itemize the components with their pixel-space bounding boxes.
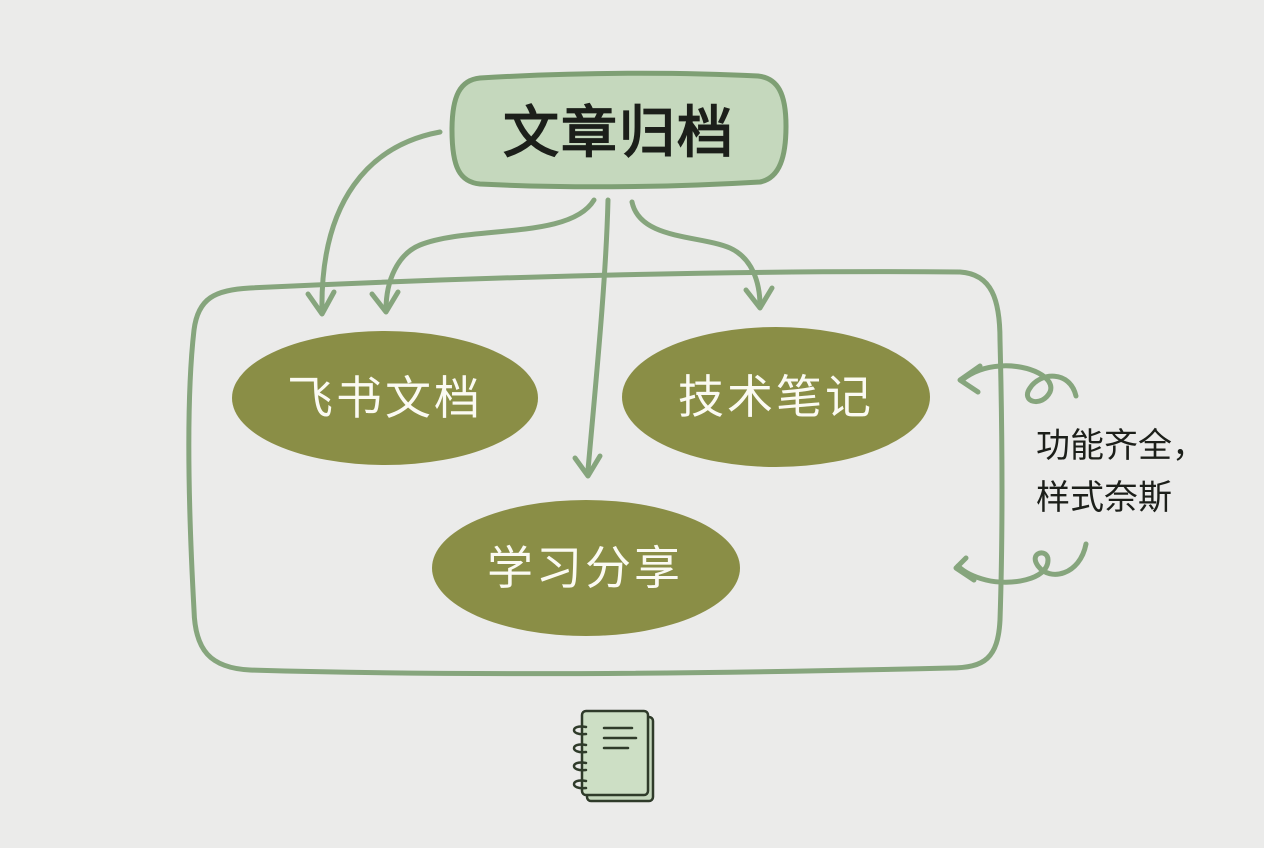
annotation-line-1: 功能齐全， bbox=[1036, 426, 1206, 466]
group-container bbox=[186, 269, 1005, 677]
arrowhead-tech bbox=[743, 285, 775, 311]
annotation-note: 功能齐全， 样式奈斯 bbox=[1036, 420, 1236, 524]
arrowhead-feishu-inner bbox=[369, 289, 401, 315]
root-node-box bbox=[449, 70, 789, 190]
node-tech-shape bbox=[622, 327, 930, 467]
node-feishu-label: 飞书文档 bbox=[287, 371, 483, 425]
edge-root-to-learn bbox=[585, 197, 611, 473]
edge-root-to-feishu-outer bbox=[319, 129, 443, 315]
annotation-arrowhead-bottom bbox=[953, 555, 977, 583]
node-tech-label: 技术笔记 bbox=[678, 370, 874, 424]
node-feishu-shape bbox=[232, 331, 538, 465]
annotation-arrow-top bbox=[959, 363, 1079, 404]
annotation-line-2: 样式奈斯 bbox=[1036, 478, 1172, 518]
root-node-label: 文章归档 bbox=[503, 101, 735, 166]
notebook-icon bbox=[572, 709, 655, 803]
annotation-arrow-bottom bbox=[955, 541, 1089, 585]
arrowhead-learn bbox=[572, 453, 603, 479]
edge-root-to-tech bbox=[629, 199, 763, 309]
annotation-arrowhead-top bbox=[957, 363, 983, 395]
edge-root-to-feishu-inner bbox=[383, 197, 597, 313]
arrowhead-feishu-outer bbox=[305, 289, 337, 317]
node-learn-label: 学习分享 bbox=[487, 541, 683, 595]
node-learn-shape bbox=[432, 500, 740, 636]
